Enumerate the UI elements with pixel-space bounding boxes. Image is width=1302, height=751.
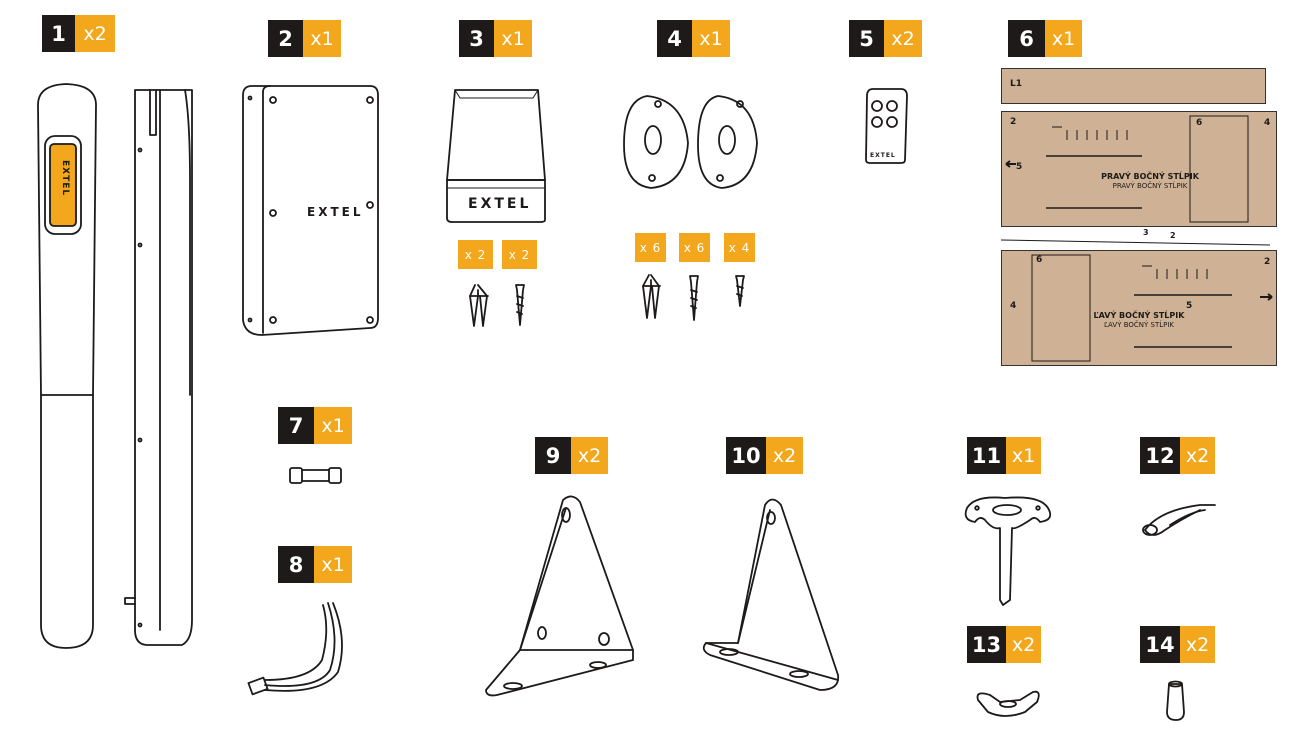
screw-illustration (515, 284, 525, 326)
remote-control-illustration (865, 88, 908, 164)
item-quantity: x2 (75, 15, 115, 52)
template-marker: 2 (1264, 257, 1271, 267)
wall-anchor-illustration (642, 274, 661, 319)
actuator-front-illustration (37, 83, 97, 649)
item-quantity: x2 (766, 437, 803, 474)
item-number: 9 (535, 437, 571, 474)
item-number: 7 (278, 407, 314, 444)
template-marker: 6 (1036, 255, 1043, 265)
item-quantity: x2 (571, 437, 608, 474)
item-quantity: x1 (314, 407, 352, 444)
item-number: 1 (42, 15, 75, 52)
template-marker: 5 (1016, 162, 1023, 172)
item-quantity: x2 (1006, 626, 1041, 663)
screw-illustration (689, 275, 699, 321)
item-number: 13 (967, 626, 1006, 663)
template-right-post: 2 5 6 4 PRAVÝ BOČNÝ STĹPIK PRAVÝ BOČNÝ S… (1001, 111, 1277, 227)
r-clip-illustration (1142, 504, 1216, 536)
mounting-bracket-illustration (702, 498, 840, 691)
template-right-subtitle: PRAVÝ BOČNÝ STĹPIK (1112, 182, 1188, 190)
template-marker: L1 (1010, 79, 1022, 89)
item-quantity: x1 (303, 20, 341, 57)
template-marker: 5 (1186, 301, 1193, 311)
lamp-brand: EXTEL (468, 196, 532, 212)
template-right-title: PRAVÝ BOČNÝ STĹPIK (1101, 172, 1199, 181)
actuator-brand: EXTEL (60, 160, 70, 197)
control-box-brand: EXTEL (307, 205, 364, 219)
mounting-bracket-illustration (485, 495, 634, 697)
template-marker: 4 (1264, 118, 1271, 128)
item-number: 5 (849, 20, 884, 57)
template-marker: 4 (1010, 301, 1017, 311)
hinge-plate-illustration (697, 95, 758, 189)
item-number: 14 (1140, 626, 1180, 663)
template-marker: 6 (1196, 118, 1203, 128)
item-number: 4 (657, 20, 692, 57)
item-quantity: x1 (1006, 437, 1041, 474)
hinge-plate-illustration (623, 95, 689, 189)
item-quantity: x1 (314, 546, 352, 583)
small-screw-qty-tag: x 4 (724, 233, 755, 262)
item-quantity: x2 (1180, 626, 1215, 663)
actuator-side-illustration (124, 89, 193, 646)
item-number: 2 (268, 20, 303, 57)
item-number: 11 (967, 437, 1006, 474)
template-left-subtitle: ĽAVÝ BOČNÝ STĹPIK (1104, 321, 1174, 329)
pin-illustration (1166, 680, 1185, 721)
item-number: 10 (726, 437, 766, 474)
item-quantity: x1 (494, 20, 532, 57)
screw-qty-tag: x 6 (679, 233, 710, 262)
screw-illustration (735, 275, 745, 307)
item-quantity: x1 (692, 20, 730, 57)
warning-lamp-illustration (446, 89, 546, 223)
release-key-illustration (964, 496, 1052, 606)
template-marker: 2 (1010, 117, 1017, 127)
item-quantity: x2 (884, 20, 922, 57)
anchor-qty-tag: x 6 (635, 233, 666, 262)
item-quantity: x2 (1180, 437, 1215, 474)
wire-harness-illustration (247, 602, 343, 696)
remote-brand: EXTEL (870, 152, 896, 159)
template-marker: 2 (1170, 231, 1176, 240)
item-number: 12 (1140, 437, 1180, 474)
template-left-post: 4 6 2 5 ĽAVÝ BOČNÝ STĹPIK ĽAVÝ BOČNÝ STĹ… (1001, 250, 1277, 366)
control-box-illustration (242, 85, 379, 336)
wing-nut-illustration (976, 690, 1040, 717)
item-number: 3 (459, 20, 494, 57)
item-quantity: x1 (1045, 20, 1082, 57)
template-left-title: ĽAVÝ BOČNÝ STĹPIK (1093, 311, 1185, 320)
item-number: 8 (278, 546, 314, 583)
anchor-qty-tag: x 2 (458, 240, 493, 269)
wall-anchor-illustration (469, 284, 489, 327)
template-strip: L1 (1001, 68, 1266, 104)
screw-qty-tag: x 2 (502, 240, 537, 269)
template-marker: 3 (1143, 228, 1149, 237)
fuse-illustration (289, 467, 342, 484)
item-number: 6 (1008, 20, 1045, 57)
